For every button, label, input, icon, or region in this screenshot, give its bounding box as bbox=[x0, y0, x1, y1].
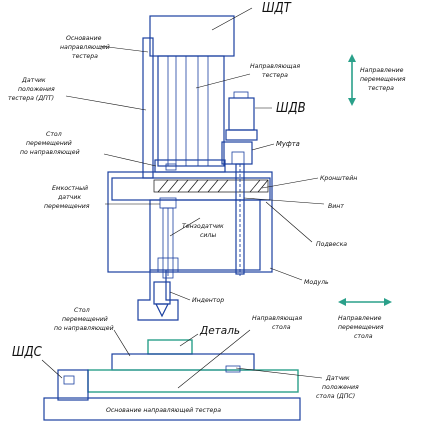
svg-text:перемещения: перемещения bbox=[360, 76, 406, 83]
bracket-housing bbox=[107, 171, 273, 273]
label-suspension: Подвеска bbox=[316, 241, 347, 248]
label-bracket: Кронштейн bbox=[320, 175, 357, 182]
label-base-guide-tester: Основание направляющей тестера bbox=[60, 35, 110, 60]
label-part: Деталь bbox=[199, 325, 240, 337]
shds-motor bbox=[57, 369, 89, 401]
label-shds: ШДС bbox=[12, 345, 43, 360]
svg-text:направляющей: направляющей bbox=[60, 44, 110, 51]
label-dir-tester: Направление перемещения тестера bbox=[360, 67, 406, 92]
svg-text:тестера: тестера bbox=[262, 72, 288, 79]
label-shdv: ШДВ bbox=[276, 101, 306, 116]
svg-text:стола: стола bbox=[354, 333, 373, 340]
svg-text:Основание: Основание bbox=[66, 35, 102, 42]
svg-text:перемещений: перемещений bbox=[62, 316, 108, 323]
label-table-guide2: Стол перемещений по направляющей bbox=[54, 307, 114, 332]
label-indentor: Индентор bbox=[192, 297, 224, 304]
svg-text:перемещения: перемещения bbox=[338, 324, 384, 331]
svg-text:положения: положения bbox=[18, 86, 55, 93]
guide-table bbox=[87, 369, 299, 393]
table-guide bbox=[111, 353, 255, 371]
label-dir-table: Направление перемещения стола bbox=[338, 315, 384, 340]
shdt-motor bbox=[149, 15, 235, 57]
label-coupling: Муфта bbox=[276, 140, 300, 148]
svg-text:перемещений: перемещений bbox=[26, 140, 72, 147]
tester-direction-arrow bbox=[348, 54, 356, 106]
svg-text:тестера: тестера bbox=[368, 85, 394, 92]
label-guide-tester: Направляющая тестера bbox=[250, 63, 300, 79]
svg-text:Стол: Стол bbox=[74, 307, 90, 314]
label-guide-table: Направляющая стола bbox=[252, 315, 302, 331]
label-sensor-dpt: Датчик положения тестера (ДПТ) bbox=[8, 77, 55, 102]
svg-text:Датчик: Датчик bbox=[21, 77, 46, 84]
label-table-guide: Стол перемещений по направляющей bbox=[20, 131, 80, 156]
label-shdt: ШДТ bbox=[262, 1, 292, 16]
svg-text:стола (ДПС): стола (ДПС) bbox=[316, 393, 355, 400]
svg-text:положения: положения bbox=[322, 384, 359, 391]
coupling bbox=[221, 141, 253, 165]
svg-text:стола: стола bbox=[272, 324, 291, 331]
label-module: Модуль bbox=[304, 279, 329, 286]
svg-text:датчик: датчик bbox=[57, 194, 81, 201]
svg-text:Стол: Стол bbox=[46, 131, 62, 138]
label-cap-sensor: Емкостный датчик перемещения bbox=[44, 185, 90, 210]
svg-text:Тензодатчик: Тензодатчик bbox=[182, 223, 224, 230]
svg-text:по направляющей: по направляющей bbox=[54, 325, 114, 332]
svg-text:Направляющая: Направляющая bbox=[250, 63, 300, 70]
guide-base-column bbox=[142, 37, 154, 179]
svg-text:силы: силы bbox=[200, 232, 216, 239]
svg-text:тестера (ДПТ): тестера (ДПТ) bbox=[8, 95, 54, 102]
svg-text:Направляющая: Направляющая bbox=[252, 315, 302, 322]
label-screw: Винт bbox=[328, 203, 344, 210]
label-sensor-dps: Датчик положения стола (ДПС) bbox=[316, 375, 359, 400]
svg-text:перемещения: перемещения bbox=[44, 203, 90, 210]
base-guide-tester bbox=[43, 397, 301, 421]
shdv-motor bbox=[228, 97, 255, 131]
indentor bbox=[153, 281, 171, 305]
guide-tester bbox=[157, 55, 225, 167]
svg-text:Направление: Направление bbox=[338, 315, 382, 322]
svg-text:Датчик: Датчик bbox=[325, 375, 350, 382]
label-strain-gauge: Тензодатчик силы bbox=[182, 223, 224, 239]
svg-text:Емкостный: Емкостный bbox=[52, 185, 88, 192]
label-base-guide-tester2: Основание направляющей тестера bbox=[106, 407, 221, 414]
svg-text:по направляющей: по направляющей bbox=[20, 149, 80, 156]
svg-text:тестера: тестера bbox=[72, 53, 98, 60]
bracket-hatch bbox=[153, 179, 269, 193]
svg-text:Направление: Направление bbox=[360, 67, 404, 74]
table-direction-arrow bbox=[338, 298, 392, 306]
